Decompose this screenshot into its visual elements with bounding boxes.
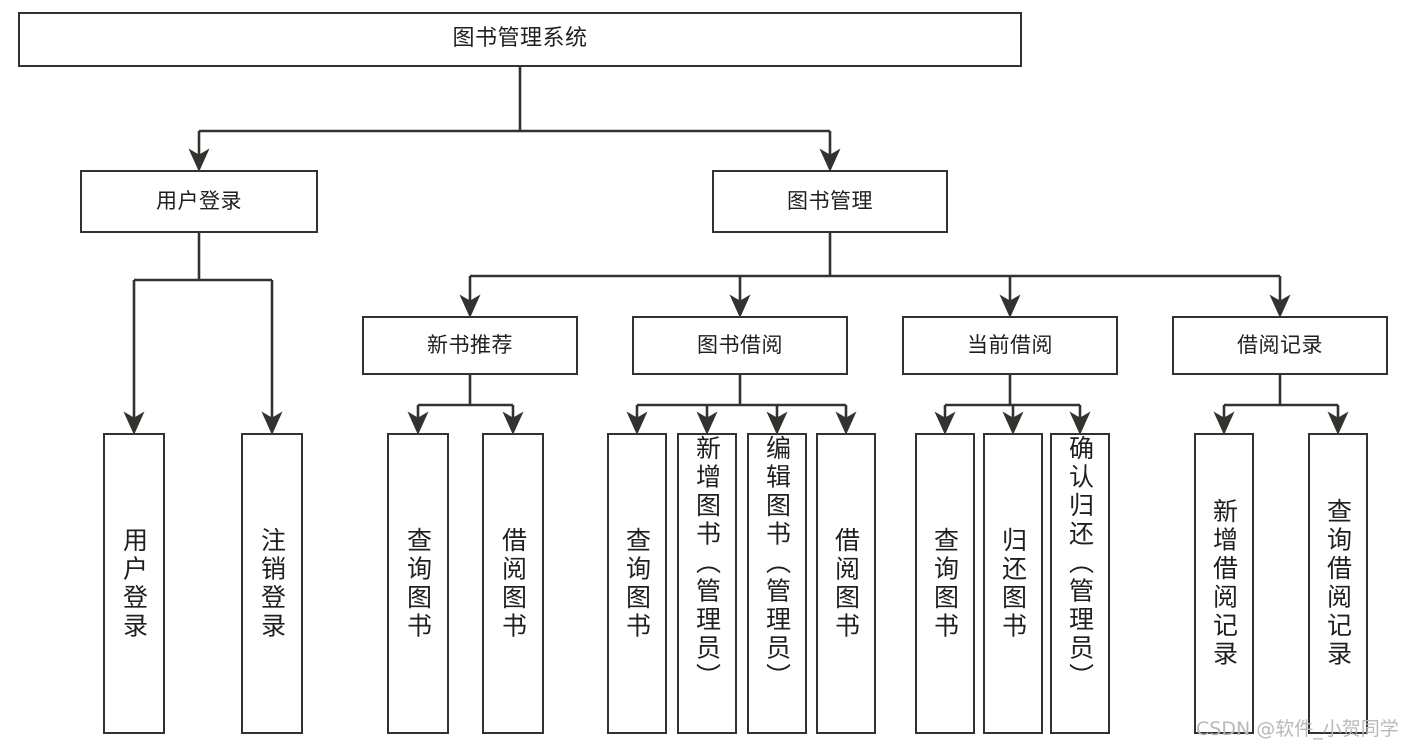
node-leaf-add-borrow-record[interactable]: 新增借阅记录 (1194, 433, 1254, 734)
csdn-watermark: CSDN @软件_小贺同学 (1196, 718, 1399, 740)
node-label: 查询图书 (930, 526, 960, 641)
node-current-borrow[interactable]: 当前借阅 (902, 316, 1118, 375)
node-label: 新增借阅记录 (1209, 498, 1239, 669)
node-leaf-query-book-2[interactable]: 查询图书 (607, 433, 667, 734)
node-leaf-borrow-book-1[interactable]: 借阅图书 (482, 433, 544, 734)
node-label: 查询图书 (622, 526, 652, 641)
node-label: 注销登录 (257, 526, 287, 641)
node-label: 确认归还（管理员） (1065, 435, 1095, 692)
node-label: 图书管理 (787, 188, 873, 213)
node-label: 图书借阅 (697, 332, 783, 357)
node-user-login[interactable]: 用户登录 (80, 170, 318, 233)
node-label: 新增图书（管理员） (692, 435, 722, 692)
node-leaf-logout[interactable]: 注销登录 (241, 433, 303, 734)
node-label: 查询借阅记录 (1323, 498, 1353, 669)
node-label: 借阅记录 (1237, 332, 1323, 357)
node-leaf-return-book[interactable]: 归还图书 (983, 433, 1043, 734)
node-root-system[interactable]: 图书管理系统 (18, 12, 1022, 67)
node-book-management[interactable]: 图书管理 (712, 170, 948, 233)
node-new-book-recommend[interactable]: 新书推荐 (362, 316, 578, 375)
node-label: 用户登录 (156, 188, 242, 213)
node-book-borrow[interactable]: 图书借阅 (632, 316, 848, 375)
node-label: 用户登录 (119, 526, 149, 641)
node-label: 新书推荐 (427, 332, 513, 357)
node-label: 借阅图书 (831, 526, 861, 641)
node-leaf-query-book-3[interactable]: 查询图书 (915, 433, 975, 734)
node-leaf-query-book-1[interactable]: 查询图书 (387, 433, 449, 734)
node-borrow-records[interactable]: 借阅记录 (1172, 316, 1388, 375)
node-leaf-borrow-book-2[interactable]: 借阅图书 (816, 433, 876, 734)
node-label: 当前借阅 (967, 332, 1053, 357)
node-leaf-user-login[interactable]: 用户登录 (103, 433, 165, 734)
node-label: 编辑图书（管理员） (762, 435, 792, 692)
node-leaf-query-borrow-record[interactable]: 查询借阅记录 (1308, 433, 1368, 734)
node-leaf-confirm-return-admin[interactable]: 确认归还（管理员） (1050, 433, 1110, 734)
node-label: 借阅图书 (498, 526, 528, 641)
node-leaf-add-book-admin[interactable]: 新增图书（管理员） (677, 433, 737, 734)
node-leaf-edit-book-admin[interactable]: 编辑图书（管理员） (747, 433, 807, 734)
node-label: 查询图书 (403, 526, 433, 641)
node-label: 归还图书 (998, 526, 1028, 641)
node-label: 图书管理系统 (452, 26, 588, 52)
